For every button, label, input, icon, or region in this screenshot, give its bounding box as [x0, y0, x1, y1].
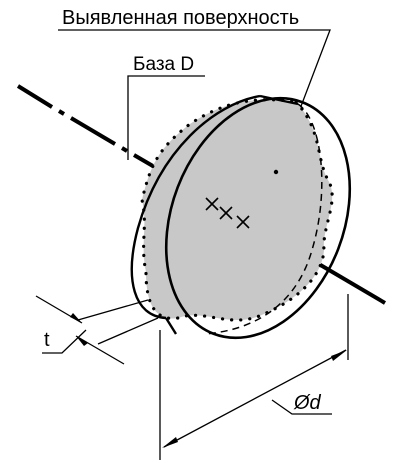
tolerance-arrows	[70, 313, 88, 346]
cylinder-sides	[164, 94, 299, 335]
tolerance-label: t	[44, 329, 50, 351]
cylinder-back-edge	[130, 94, 261, 320]
datum-leader	[127, 75, 205, 160]
diameter-label: Ød	[293, 392, 322, 414]
datum-label: База D	[133, 54, 194, 75]
diameter-arrows	[162, 350, 347, 448]
surface-label: Выявленная поверхность	[62, 7, 299, 29]
diameter-dimension	[159, 294, 349, 460]
tolerance-dimension	[35, 295, 159, 365]
detected-surface	[140, 98, 334, 322]
front-center-point	[273, 169, 279, 175]
axis-cross-marks	[205, 197, 250, 229]
